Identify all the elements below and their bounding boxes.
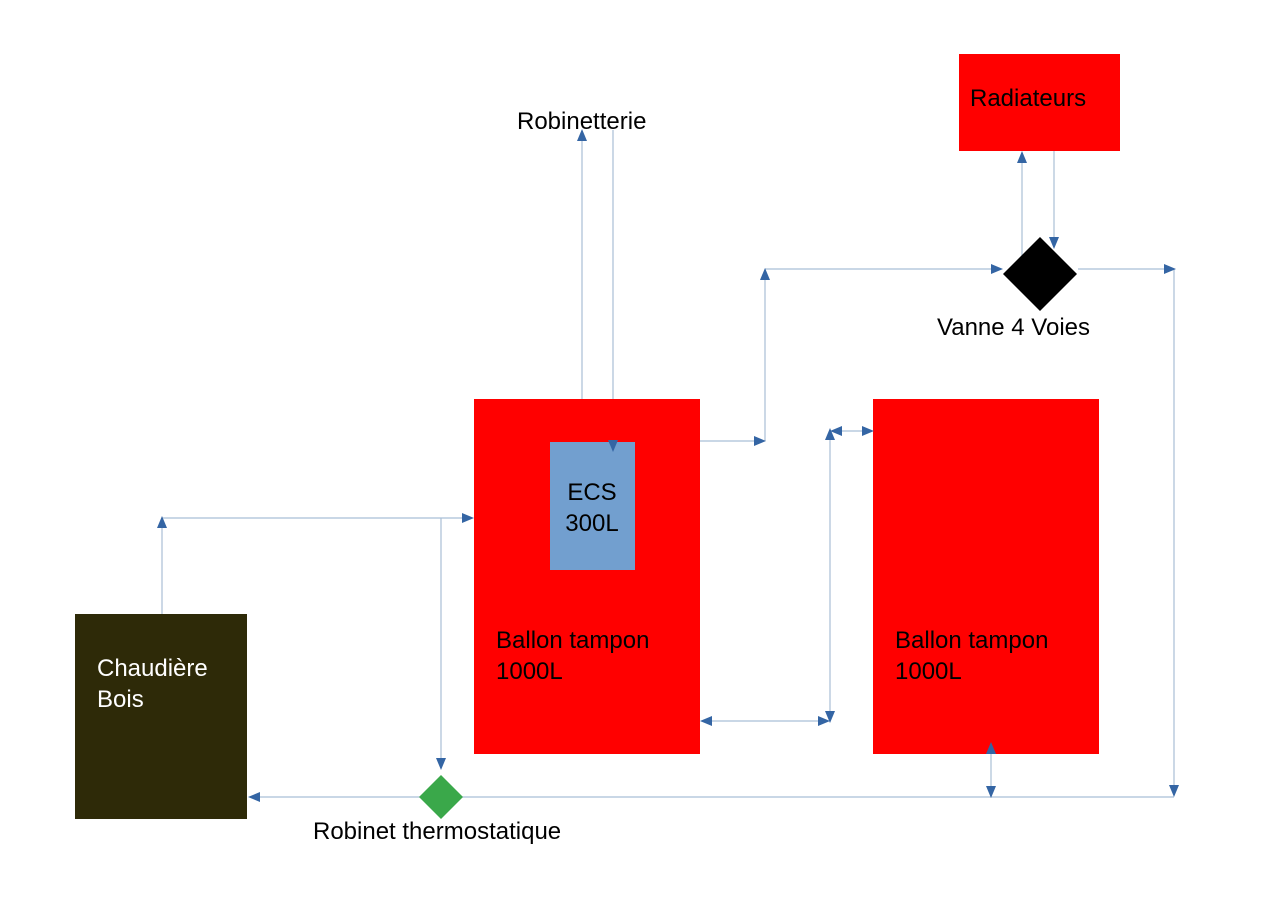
arrow-right-tank-link-top	[862, 426, 874, 436]
arrow-right-valve-out	[1164, 264, 1176, 274]
arrow-down-right	[1169, 785, 1179, 797]
arrow-left-boiler-return	[248, 792, 260, 802]
arrowheads	[157, 129, 1179, 802]
arrow-up-radiators	[1017, 151, 1027, 163]
arrow-left-tank-link-bottom	[700, 716, 712, 726]
buffer-tank-2	[873, 399, 1099, 754]
wood-boiler-label-line1: Chaudière	[97, 655, 208, 682]
buffer-tank-1-label-line1: Ballon tampon	[496, 627, 649, 654]
radiators-label: Radiateurs	[970, 85, 1086, 112]
buffer-tank-1-label-line2: 1000L	[496, 658, 563, 685]
arrow-down-valve	[1049, 237, 1059, 249]
four-way-valve	[1003, 237, 1077, 311]
arrow-up-riser	[760, 268, 770, 280]
ecs-tank	[550, 442, 635, 570]
four-way-valve-label: Vanne 4 Voies	[937, 314, 1090, 341]
arrow-down-tank2	[986, 786, 996, 798]
wood-boiler-label-line2: Bois	[97, 686, 144, 713]
arrow-down-ecs	[608, 440, 618, 452]
thermostatic-valve-label: Robinet thermostatique	[313, 818, 561, 845]
arrow-right-tank-link-bottom	[818, 716, 830, 726]
arrow-up-tank-link	[825, 428, 835, 440]
arrow-right-tank1-out	[754, 436, 766, 446]
buffer-tank-2-label-line1: Ballon tampon	[895, 627, 1048, 654]
thermostatic-valve	[419, 775, 463, 819]
arrow-up-tank2	[986, 742, 996, 754]
pipes	[161, 130, 1175, 798]
arrow-up-robinetterie	[577, 129, 587, 141]
arrow-right-to-valve	[991, 264, 1003, 274]
wood-boiler	[75, 614, 247, 819]
buffer-tank-2-label-line2: 1000L	[895, 658, 962, 685]
arrow-up-boiler	[157, 516, 167, 528]
ecs-label-line2: 300L	[565, 510, 618, 537]
arrow-left-tank-link-top	[830, 426, 842, 436]
arrow-down-bypass	[436, 758, 446, 770]
radiators-box	[959, 54, 1120, 151]
arrow-right-tank1-in	[462, 513, 474, 523]
arrow-down-tank-link	[825, 711, 835, 723]
ecs-label-line1: ECS	[567, 479, 616, 506]
